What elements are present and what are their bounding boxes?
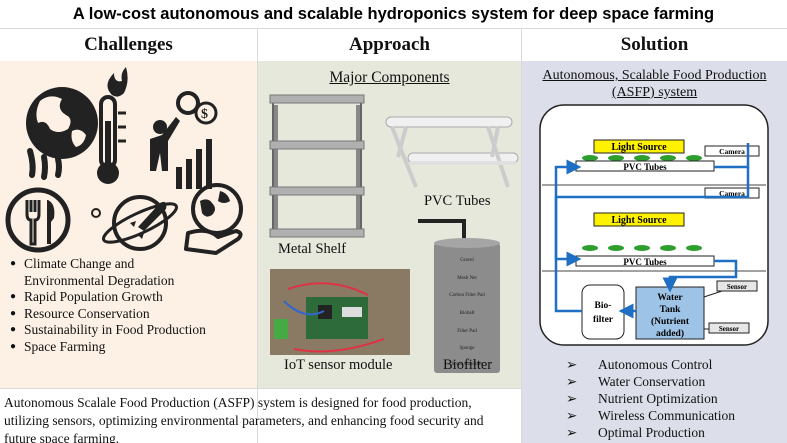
tank-label4: added) <box>656 328 684 339</box>
thermometer-icon <box>97 67 128 184</box>
column-divider-1 <box>257 28 258 443</box>
footer-divider <box>0 388 521 389</box>
asfp-title-line2: (ASFP) system <box>611 85 698 100</box>
camera-top-label: Camera <box>719 147 745 156</box>
biofilter-layer: Mesh Net <box>457 276 477 281</box>
metal-shelf-label: Metal Shelf <box>278 241 347 257</box>
challenge-icons: $ <box>5 67 243 255</box>
system-description: Autonomous Scalale Food Production (ASFP… <box>4 395 484 443</box>
biofilter-layer: Filter Pad <box>457 329 477 334</box>
tank-label2: Tank <box>660 305 681 315</box>
food-icon <box>5 187 71 253</box>
biofilter-box <box>581 284 625 340</box>
arrow-bullet-icon: ➢ <box>566 425 578 440</box>
arrow-bullet-icon: ➢ <box>566 374 578 389</box>
major-components-title: Major Components <box>329 69 450 86</box>
challenges-heading: Challenges <box>84 34 173 55</box>
light-source-top <box>593 139 685 154</box>
challenge-item: Resource Conservation <box>10 306 206 323</box>
melting-earth-icon <box>26 87 98 180</box>
water-tank <box>635 286 705 340</box>
sensor-top <box>716 280 758 292</box>
solution-benefits-list: ➢Autonomous Control ➢Water Conservation … <box>566 356 735 441</box>
asfp-title-line1: Autonomous, Scalable Food Production <box>542 68 767 83</box>
biofilter-image <box>418 219 500 373</box>
space-rocket-icon <box>102 195 178 251</box>
biofilter-box-label1: Bio- <box>595 301 612 311</box>
column-divider-2 <box>521 28 522 443</box>
metal-shelf-image <box>269 94 365 238</box>
biofilter-box-label2: filter <box>593 315 614 325</box>
iot-sensor-label: IoT sensor module <box>284 357 393 373</box>
arrow-bullet-icon: ➢ <box>566 357 578 372</box>
light-source-top-label: Light Source <box>611 142 667 153</box>
approach-heading: Approach <box>349 34 430 55</box>
svg-text:$: $ <box>201 107 208 122</box>
solution-heading: Solution <box>620 34 689 55</box>
camera-middle-label: Camera <box>719 189 745 198</box>
iot-module-image <box>270 269 410 355</box>
biofilter-layer-labels: Gravel Mesh Net Carbon Filter Pad Biobal… <box>449 258 485 367</box>
challenge-item-cont: Environmental Degradation <box>24 272 175 288</box>
sensor-bottom <box>708 322 750 334</box>
benefit-item: ➢Optimal Production <box>566 425 705 440</box>
biofilter-layer: Gravel <box>460 258 474 263</box>
arrow-bullet-icon: ➢ <box>566 408 578 423</box>
challenge-item: Sustainability in Food Production <box>10 322 206 339</box>
arrow-bullet-icon: ➢ <box>566 391 578 406</box>
poster-title: A low-cost autonomous and scalable hydro… <box>72 5 715 23</box>
pvc-tubes-label: PVC Tubes <box>424 193 491 209</box>
challenges-list: Climate Change and Environmental Degrada… <box>10 256 206 355</box>
benefit-item: ➢Wireless Communication <box>566 408 736 423</box>
title-divider <box>0 28 787 29</box>
earth-in-hand-icon <box>184 183 243 255</box>
light-source-middle <box>593 212 685 227</box>
light-source-middle-label: Light Source <box>611 215 667 226</box>
asfp-system-title: Autonomous, Scalable Food Production (AS… <box>522 67 787 101</box>
pvc-tube-top-label: PVC Tubes <box>623 162 667 172</box>
water-flow-lines <box>554 143 750 319</box>
sensor-top-label: Sensor <box>727 283 747 291</box>
biofilter-layer: Carbon Filter Pad <box>449 293 485 298</box>
approach-images <box>269 94 519 373</box>
challenge-item: Climate Change and <box>10 256 206 273</box>
biofilter-label: Biofilter <box>443 357 493 373</box>
tank-label3: (Nutrient <box>651 316 690 327</box>
population-growth-icon: $ <box>150 91 218 189</box>
plants-middle <box>582 245 702 251</box>
asfp-diagram: Light Source Camera PVC Tubes Camera Lig… <box>539 104 769 346</box>
sensor-bottom-label: Sensor <box>719 325 739 333</box>
benefit-item: ➢Nutrient Optimization <box>566 391 718 406</box>
pvc-tube-middle-label: PVC Tubes <box>623 257 667 267</box>
biofilter-layer: Sponge <box>460 346 476 351</box>
biofilter-layer: Scrub stabilizer <box>451 362 483 367</box>
benefit-item: ➢Water Conservation <box>566 374 706 389</box>
plants-top <box>582 155 702 161</box>
benefit-item: ➢Autonomous Control <box>566 357 713 372</box>
camera-top <box>704 145 760 157</box>
challenge-item: Rapid Population Growth <box>10 289 206 306</box>
pvc-tubes-image <box>385 116 519 188</box>
tank-label1: Water <box>657 293 683 303</box>
biofilter-layer: Bioball <box>460 311 475 316</box>
challenge-item: Space Farming <box>10 339 206 356</box>
